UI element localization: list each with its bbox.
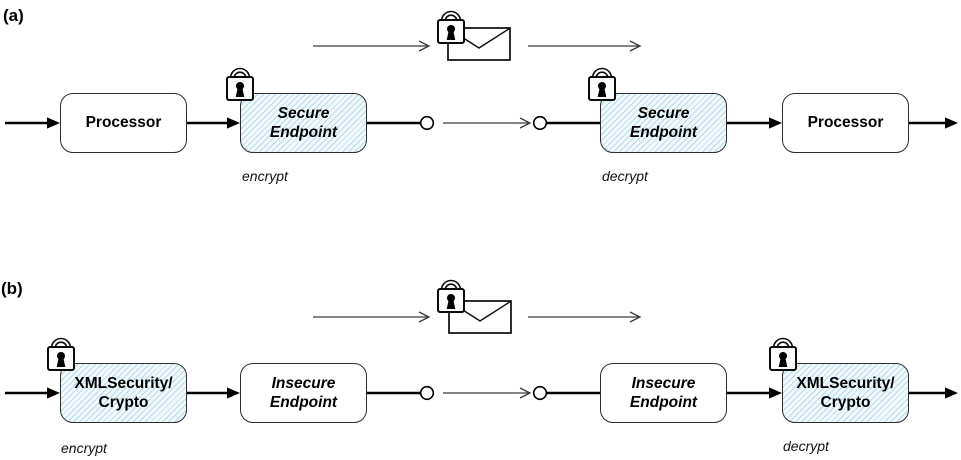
message-b-outbound-arrow (528, 311, 642, 323)
node-label: Insecure Endpoint (629, 374, 698, 411)
padlock-icon (46, 331, 76, 371)
port-b-consumer-circle (532, 385, 548, 401)
node-processor-inbound-a: Processor (60, 93, 187, 153)
padlock-icon (587, 61, 617, 101)
flow-b-outbound-arrow (908, 387, 958, 399)
node-processor-outbound-a: Processor (782, 93, 909, 153)
message-a-outbound-arrow (528, 40, 642, 52)
transport-b-arrow (443, 387, 532, 399)
decrypt-annotation-a: decrypt (602, 168, 648, 184)
decrypt-annotation-b: decrypt (783, 438, 829, 454)
node-xmlsecurity-encrypt-b: XMLSecurity/ Crypto (60, 363, 187, 423)
port-a-producer-circle (419, 115, 435, 131)
transport-a-arrow (443, 117, 532, 129)
flow-a-endpoint-to-processor-arrow (727, 117, 782, 129)
node-xmlsecurity-decrypt-b: XMLSecurity/ Crypto (782, 363, 909, 423)
port-b-producer-circle (419, 385, 435, 401)
flow-b-crypto-to-endpoint-arrow (187, 387, 240, 399)
flow-b-endpoint-to-crypto-arrow (727, 387, 782, 399)
node-label: Insecure Endpoint (269, 374, 338, 411)
message-a-inbound-arrow (313, 40, 431, 52)
flow-b-inbound-arrow (5, 387, 60, 399)
node-secure-endpoint-producer-a: Secure Endpoint (240, 93, 367, 153)
flow-a-processor-to-endpoint-arrow (187, 117, 240, 129)
node-label: XMLSecurity/ Crypto (74, 374, 173, 411)
padlock-icon (436, 4, 466, 44)
padlock-icon (768, 331, 798, 371)
part-a-label: (a) (3, 6, 24, 25)
encrypt-annotation-a: encrypt (242, 168, 288, 184)
node-label: Processor (85, 114, 162, 132)
node-label: Secure Endpoint (269, 104, 338, 141)
node-label: XMLSecurity/ Crypto (796, 374, 895, 411)
flow-a-inbound-arrow (5, 117, 60, 129)
node-secure-endpoint-consumer-a: Secure Endpoint (600, 93, 727, 153)
node-label: Secure Endpoint (629, 104, 698, 141)
padlock-icon (436, 273, 466, 313)
encrypt-annotation-b: encrypt (61, 440, 107, 456)
node-insecure-endpoint-consumer-b: Insecure Endpoint (600, 363, 727, 423)
node-label: Processor (807, 114, 884, 132)
message-envelope-icon (447, 27, 511, 61)
flow-a-outbound-arrow (908, 117, 958, 129)
part-b-label: (b) (1, 279, 23, 298)
padlock-icon (225, 61, 255, 101)
message-b-inbound-arrow (313, 311, 431, 323)
port-a-consumer-circle (532, 115, 548, 131)
node-insecure-endpoint-producer-b: Insecure Endpoint (240, 363, 367, 423)
